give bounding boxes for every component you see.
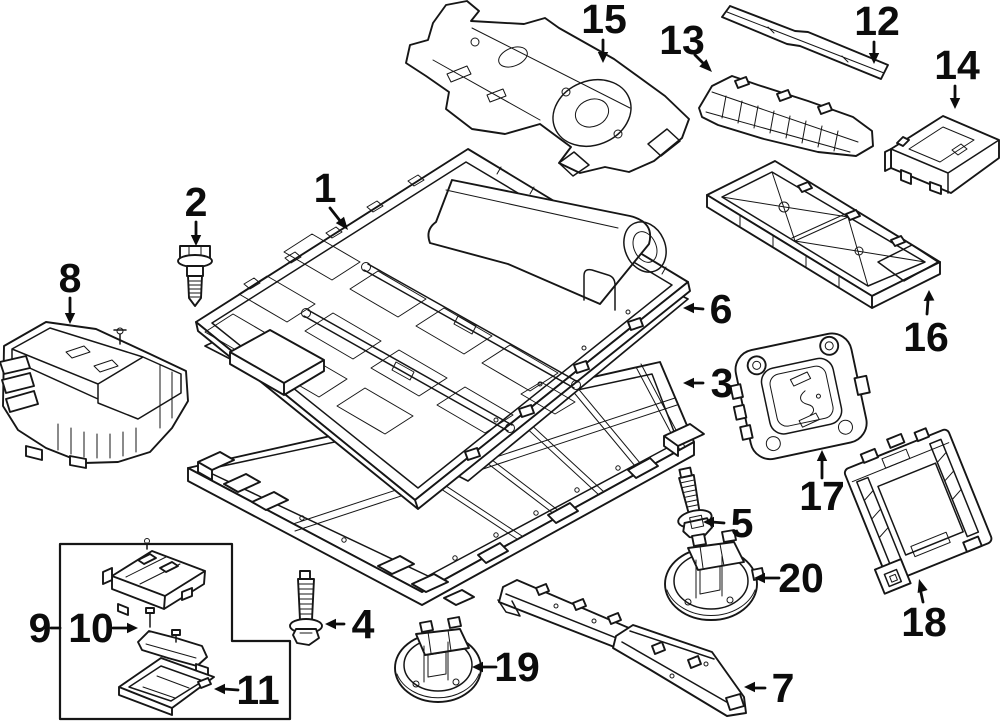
callout-15[interactable]: 15: [581, 0, 627, 63]
part-3-arrowhead: [683, 377, 694, 389]
part-9-label[interactable]: 9: [29, 605, 52, 651]
part-7-label[interactable]: 7: [772, 665, 795, 711]
part-17-drawing: [729, 332, 871, 461]
part-11-arrow: [222, 687, 240, 692]
part-16-drawing: [706, 160, 941, 309]
callout-6[interactable]: 6: [683, 286, 732, 332]
part-4-drawing: [289, 570, 323, 646]
callout-9[interactable]: 9: [29, 605, 62, 651]
part-14-label[interactable]: 14: [934, 42, 980, 88]
part-12-label[interactable]: 12: [854, 0, 900, 44]
part-10-label[interactable]: 10: [68, 605, 114, 651]
part-18-arrowhead: [917, 579, 928, 593]
part-11-label[interactable]: 11: [236, 667, 279, 713]
callout-3[interactable]: 3: [683, 360, 733, 406]
part-19-arrowhead: [472, 661, 483, 673]
part-10-arrowhead: [127, 622, 138, 634]
part-12-drawing: [721, 5, 889, 80]
part-20-label[interactable]: 20: [778, 555, 824, 601]
callout-4[interactable]: 4: [325, 601, 375, 647]
part-4-label[interactable]: 4: [352, 601, 375, 647]
part-3-label[interactable]: 3: [711, 360, 734, 406]
part-7-arrowhead: [744, 681, 755, 693]
part-14-arrowhead: [949, 98, 961, 109]
part-4-arrowhead: [325, 618, 336, 630]
part-7-drawing: [497, 579, 747, 717]
callout-1[interactable]: 1: [314, 165, 348, 230]
part-15-label[interactable]: 15: [581, 0, 627, 42]
callout-16[interactable]: 16: [903, 290, 949, 360]
part-13-arrowhead: [699, 59, 712, 72]
part-1-arrowhead: [335, 216, 348, 230]
part-5-drawing: [677, 466, 714, 539]
callout-14[interactable]: 14: [934, 42, 980, 109]
part-2-drawing: [177, 245, 213, 307]
part-20-arrowhead: [754, 572, 765, 584]
part-16-arrowhead: [923, 290, 935, 301]
part-19-label[interactable]: 19: [494, 644, 540, 690]
part-6-label[interactable]: 6: [710, 286, 733, 332]
part-2-arrowhead: [190, 235, 202, 246]
part-17-arrowhead: [816, 450, 828, 461]
callout-13[interactable]: 13: [659, 17, 712, 72]
callout-17[interactable]: 17: [799, 450, 845, 519]
part-16-arrow: [925, 298, 930, 316]
part-16-label[interactable]: 16: [903, 314, 949, 360]
part-17-label[interactable]: 17: [799, 473, 845, 519]
part-11-arrowhead: [214, 683, 225, 695]
part-15-arrowhead: [597, 52, 609, 63]
part-11-drawing: [118, 657, 215, 716]
part-5-arrowhead: [703, 516, 714, 528]
part-13-label[interactable]: 13: [659, 17, 705, 63]
callout-8[interactable]: 8: [59, 255, 82, 324]
part-5-label[interactable]: 5: [731, 500, 754, 546]
part-6-arrowhead: [683, 302, 694, 314]
callout-5[interactable]: 5: [703, 500, 753, 546]
part-18-label[interactable]: 18: [901, 599, 947, 645]
callout-20[interactable]: 20: [754, 555, 824, 601]
part-2-label[interactable]: 2: [185, 179, 208, 225]
callout-19[interactable]: 19: [472, 644, 540, 690]
part-9-group: [58, 538, 292, 721]
callout-7[interactable]: 7: [744, 665, 794, 711]
part-1-label[interactable]: 1: [314, 165, 337, 211]
callout-18[interactable]: 18: [901, 579, 947, 645]
part-1-drawing: [195, 148, 691, 510]
part-12-arrowhead: [868, 53, 880, 64]
part-8-arrowhead: [64, 313, 76, 324]
part-15-drawing: [405, 0, 690, 177]
callout-11[interactable]: 11: [214, 667, 280, 713]
part-9-drawing: [102, 538, 206, 616]
part-13-drawing: [698, 75, 874, 157]
part-14-drawing: [884, 115, 1000, 195]
callout-2[interactable]: 2: [185, 179, 208, 246]
part-20-drawing: [664, 529, 765, 621]
part-18-drawing: [843, 427, 993, 595]
part-8-drawing: [0, 321, 189, 469]
callout-12[interactable]: 12: [854, 0, 900, 64]
part-8-label[interactable]: 8: [59, 255, 82, 301]
callout-10[interactable]: 10: [68, 605, 138, 651]
part-1-arrow: [328, 206, 343, 224]
